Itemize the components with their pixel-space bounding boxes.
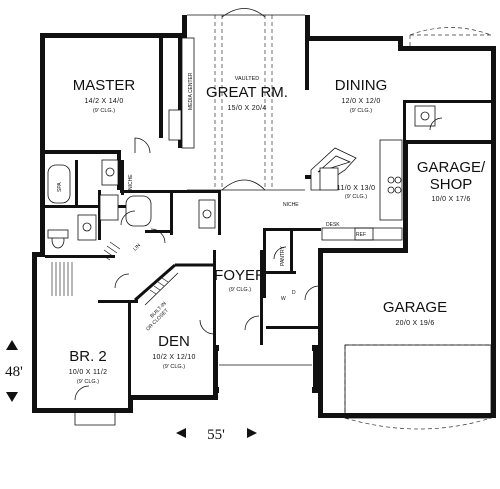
dining-dim: 12/0 X 12/0 xyxy=(341,98,380,105)
garage-shop-name-2: SHOP xyxy=(430,176,473,193)
dining-ceiling: (9' CLG.) xyxy=(350,108,372,114)
exterior-walls xyxy=(32,15,496,418)
depth-label: 48' xyxy=(5,364,23,380)
master-dim: 14/2 X 14/0 xyxy=(84,98,123,105)
linen-label: LIN xyxy=(132,242,142,252)
right-arrow-icon xyxy=(247,428,257,438)
den-ceiling: (9' CLG.) xyxy=(163,364,185,370)
br2-ceiling: (9' CLG.) xyxy=(77,379,99,385)
foyer-name: FOYER xyxy=(214,267,266,284)
br2-dim: 10/0 X 11/2 xyxy=(69,369,108,376)
great-room-dim: 15/0 X 20/4 xyxy=(227,105,266,112)
br2-name: BR. 2 xyxy=(69,348,107,365)
bedroom-bay xyxy=(74,413,116,426)
den-name: DEN xyxy=(158,333,190,350)
kitchen-ceiling: (9' CLG.) xyxy=(345,194,367,200)
overall-depth-dimension: 48' xyxy=(5,340,23,402)
washer-label: W xyxy=(281,296,286,302)
porch-columns xyxy=(213,345,318,393)
spa-label: SPA xyxy=(57,182,63,192)
up-arrow-icon xyxy=(6,340,18,350)
niche-label-bath: NICHE xyxy=(128,174,134,190)
master-ceiling: (9' CLG.) xyxy=(93,108,115,114)
desk-label: DESK xyxy=(326,222,340,228)
niche-label-hall: NICHE xyxy=(283,202,299,208)
pantry-label: PANTRY xyxy=(280,246,286,266)
great-room-vaulted: VAULTED xyxy=(235,76,260,82)
garage-shop-name-1: GARAGE/ xyxy=(417,159,486,176)
garage-shop-dashes xyxy=(409,27,492,46)
width-label: 55' xyxy=(207,427,225,443)
great-room-name: GREAT RM. xyxy=(206,84,288,101)
overall-width-dimension: 55' xyxy=(176,427,257,443)
media-center xyxy=(168,37,195,149)
kitchen-counters xyxy=(310,139,403,241)
den-dim: 10/2 X 12/10 xyxy=(152,354,195,361)
garage-shop-dim: 10/0 X 17/6 xyxy=(431,196,470,203)
garage-name: GARAGE xyxy=(383,299,447,316)
interior-walls xyxy=(45,38,491,395)
ref-label: REF xyxy=(356,232,366,238)
closet-shelves xyxy=(51,241,121,296)
dining-name: DINING xyxy=(335,77,388,94)
down-arrow-icon xyxy=(6,392,18,402)
garage-door xyxy=(344,344,492,430)
master-name: MASTER xyxy=(73,77,136,94)
left-arrow-icon xyxy=(176,428,186,438)
media-center-label: MEDIA CENTER xyxy=(188,72,194,110)
doors xyxy=(74,137,320,401)
vaulted-ceiling-lines xyxy=(187,8,305,191)
master-bath-fixtures xyxy=(47,159,216,249)
shop-fixtures xyxy=(414,105,443,131)
dryer-label: D xyxy=(292,290,296,296)
kitchen-dim: 11/0 X 13/0 xyxy=(337,185,376,192)
foyer-ceiling: (9' CLG.) xyxy=(229,287,251,293)
den-built-in xyxy=(134,263,213,306)
garage-dim: 20/0 X 19/6 xyxy=(395,320,434,327)
